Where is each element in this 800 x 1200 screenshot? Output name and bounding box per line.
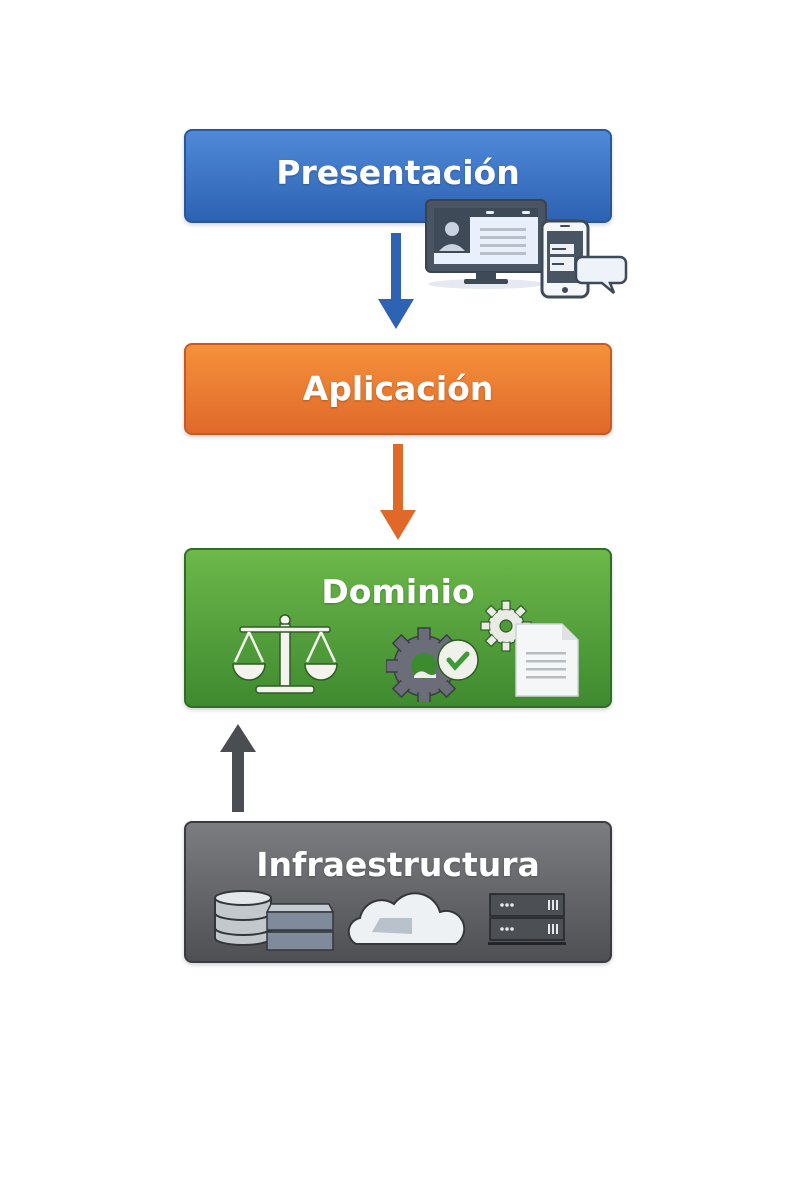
storage-icon xyxy=(265,903,335,951)
arrow-infrastructure-to-domain xyxy=(220,724,256,812)
presentation-layer-title: Presentación xyxy=(276,153,520,192)
chat-bubble-icon xyxy=(574,255,628,294)
application-layer-title: Aplicación xyxy=(302,369,494,408)
document-icon xyxy=(515,623,579,697)
monitor-profile-icon xyxy=(425,199,547,289)
arrow-application-to-domain xyxy=(380,444,416,540)
server-rack-icon xyxy=(488,893,566,945)
arrow-presentation-to-application xyxy=(378,233,414,329)
gear-check-icon xyxy=(386,627,479,702)
domain-layer-title: Dominio xyxy=(321,572,475,611)
application-layer: Aplicación xyxy=(184,343,612,435)
scales-icon xyxy=(232,614,338,694)
infrastructure-layer-title: Infraestructura xyxy=(256,845,540,884)
cloud-icon xyxy=(347,892,466,945)
presentation-layer: Presentación xyxy=(184,129,612,223)
